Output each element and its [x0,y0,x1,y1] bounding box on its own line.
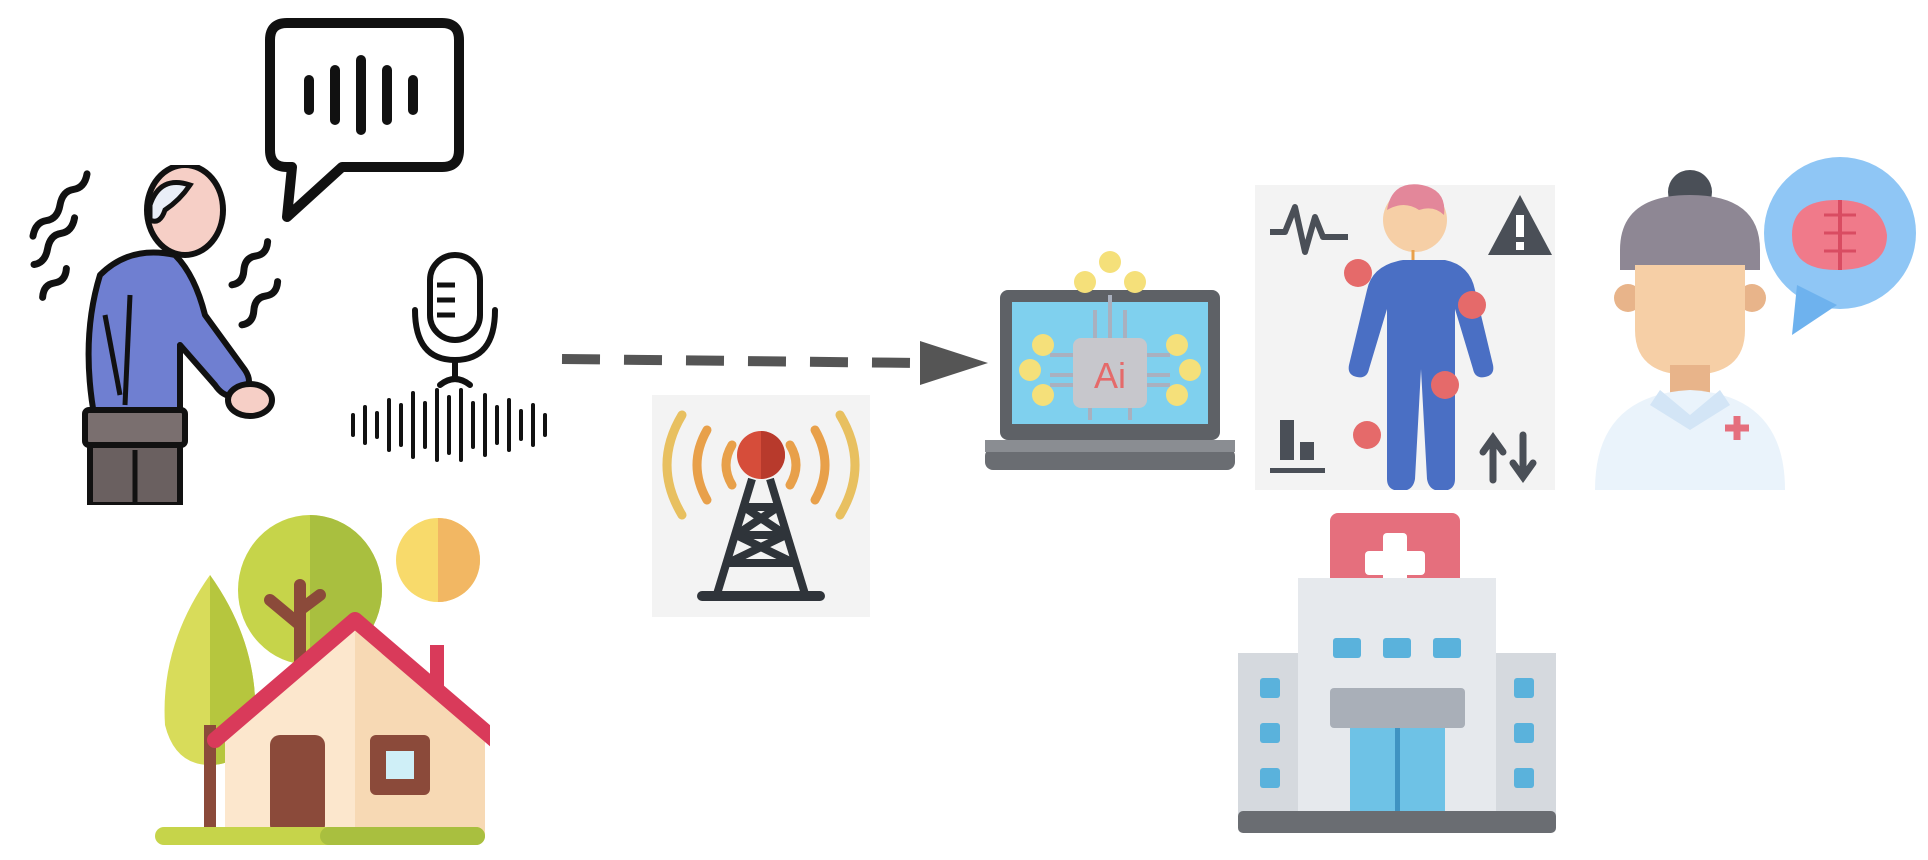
speech-waveform-bubble-icon [265,18,464,222]
microphone-icon [412,252,498,388]
brain-speech-bubble-icon [1764,157,1916,335]
elderly-person-tremor-icon [29,165,282,505]
hospital-icon [1238,513,1556,833]
house-with-trees-icon [155,515,490,845]
sound-wave-icon [351,388,547,462]
radio-tower-icon [652,395,870,617]
ai-chip-label: Ai [1094,355,1126,396]
doctor-icon [1595,170,1785,490]
ai-laptop-icon: Ai [985,251,1235,470]
neuro-body-analysis-icon [1255,184,1555,490]
dashed-flow-arrow [561,341,988,385]
